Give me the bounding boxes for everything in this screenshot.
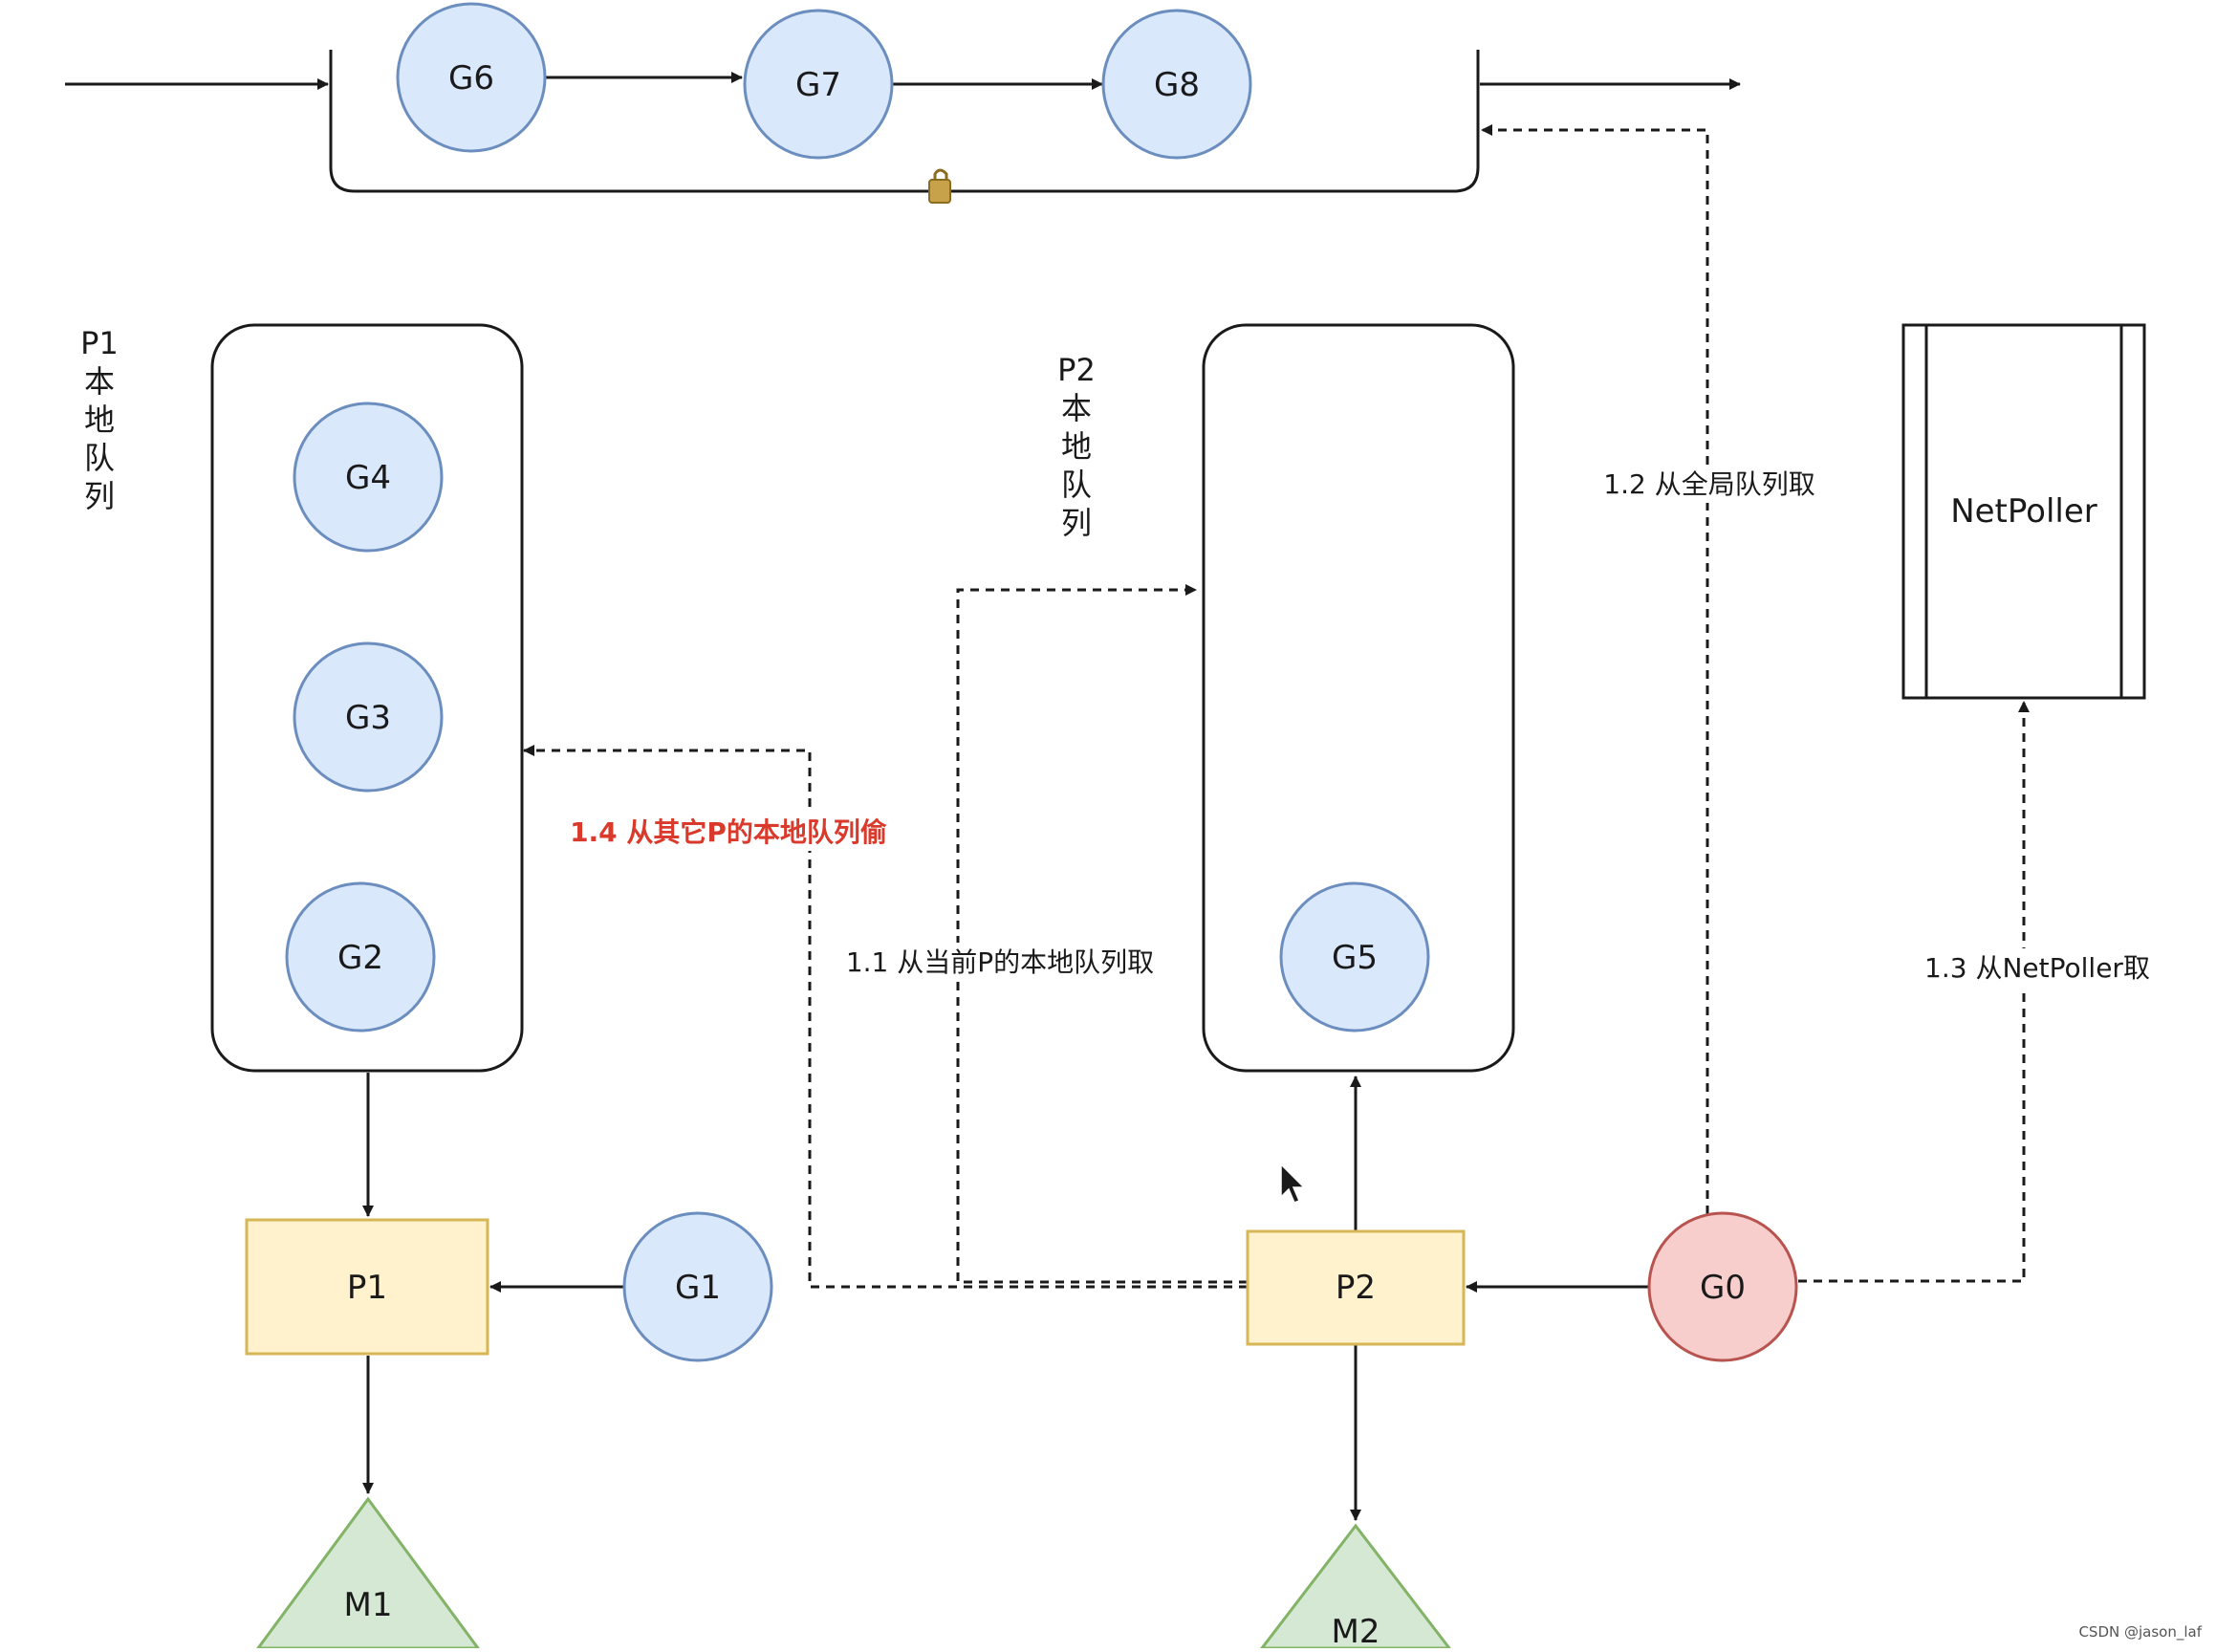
g3-label: G3: [345, 699, 391, 737]
p2-queue-label-5: 列: [1061, 505, 1092, 541]
step-1-4-steal-arrow: [523, 745, 1248, 1289]
step-1-1-local-arrow: [956, 584, 1248, 1284]
g4-label: G4: [345, 459, 391, 497]
step-1-3-label: 1.3 从NetPoller取: [1924, 952, 2150, 984]
p2-label: P2: [1336, 1269, 1376, 1307]
goroutine-g7: G7: [743, 9, 894, 160]
goroutine-g2: G2: [285, 881, 436, 1032]
goroutine-g0: G0: [1647, 1211, 1798, 1362]
p2-queue-label-4: 队: [1061, 467, 1092, 503]
goroutine-g6: G6: [396, 2, 547, 153]
goroutine-g1: G1: [622, 1211, 773, 1362]
g5-label: G5: [1332, 939, 1378, 977]
p1-queue-label-4: 队: [84, 440, 115, 476]
goroutine-g5: G5: [1279, 881, 1430, 1032]
goroutine-g3: G3: [293, 641, 444, 793]
g1-label: G1: [675, 1269, 721, 1307]
machine-m2: M2: [1258, 1523, 1453, 1651]
step-1-2-label: 1.2 从全局队列取: [1603, 468, 1814, 500]
watermark: CSDN @jason_laf: [2078, 1623, 2202, 1641]
g8-label: G8: [1154, 66, 1200, 104]
step-1-4-label: 1.4 从其它P的本地队列偷: [570, 816, 887, 848]
mouse-cursor-icon: [1280, 1163, 1306, 1204]
step-1-3-netpoller-arrow: [1798, 701, 2030, 1283]
g7-label: G7: [795, 66, 841, 104]
lock-icon: [928, 168, 951, 204]
processor-p2: P2: [1246, 1229, 1466, 1346]
netpoller-box: NetPoller: [1901, 323, 2146, 700]
g6-label: G6: [448, 59, 494, 98]
p2-queue-label-1: P2: [1057, 352, 1096, 388]
step-1-2-global-arrow: [1481, 124, 1709, 1214]
p2-queue-label-2: 本: [1061, 390, 1092, 426]
p1-queue-label-5: 列: [84, 478, 115, 514]
m2-label: M2: [1332, 1613, 1380, 1648]
processor-p1: P1: [245, 1218, 489, 1356]
p1-queue-label-2: 本: [84, 363, 115, 400]
netpoller-label: NetPoller: [1950, 492, 2097, 531]
m1-label: M1: [344, 1586, 393, 1624]
p2-local-queue: [1202, 323, 1515, 1073]
g2-label: G2: [337, 939, 383, 977]
goroutine-g8: G8: [1101, 9, 1252, 160]
p1-queue-label-3: 地: [84, 402, 115, 438]
p1-queue-label-1: P1: [80, 325, 119, 361]
goroutine-g4: G4: [293, 402, 444, 553]
p2-queue-label-3: 地: [1061, 428, 1092, 465]
g0-label: G0: [1700, 1269, 1746, 1307]
step-1-1-label: 1.1 从当前P的本地队列取: [846, 946, 1154, 978]
machine-m1: M1: [255, 1496, 481, 1650]
p1-label: P1: [347, 1269, 387, 1307]
